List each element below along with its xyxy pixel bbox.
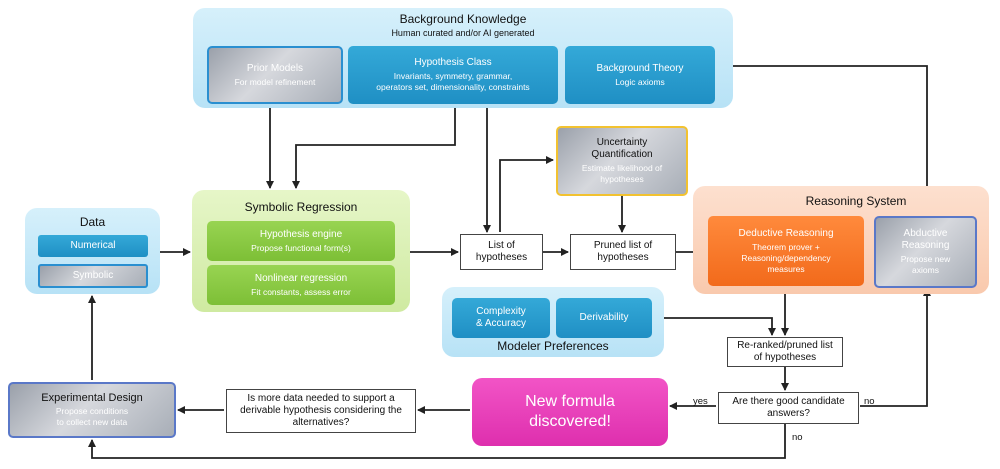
symbolic-box[interactable]: Symbolic <box>38 264 148 288</box>
deductive-line1: Theorem prover + <box>752 241 820 252</box>
abductive-sub2: axioms <box>912 265 939 275</box>
more-data-box[interactable]: Is more data needed to support a derivab… <box>226 389 416 433</box>
hypothesis-class-line1: Invariants, symmetry, grammar, <box>393 71 513 81</box>
symbolic-label: Symbolic <box>72 270 114 281</box>
arrow-candidates-bottom-loop <box>88 424 786 459</box>
more-data-line1: Is more data needed to support a <box>247 393 395 404</box>
complexity-line2: & Accuracy <box>475 318 527 329</box>
more-data-line3: alternatives? <box>292 417 350 428</box>
experimental-design-box[interactable]: Experimental Design Propose conditions t… <box>8 382 176 438</box>
reranked-list-box[interactable]: Re-ranked/pruned list of hypotheses <box>727 337 843 367</box>
arrow-abductive-to-theory <box>721 62 928 214</box>
uncertainty-sub2: hypotheses <box>600 174 644 184</box>
hypothesis-engine-box[interactable]: Hypothesis engine Propose functional for… <box>207 221 395 261</box>
edge-label-no-right: no <box>864 396 875 407</box>
edge-label-yes: yes <box>693 396 708 407</box>
hypothesis-class-line2: operators set, dimensionality, constrain… <box>376 82 530 92</box>
pruned-line1: Pruned list of <box>593 240 653 251</box>
hypothesis-engine-title: Hypothesis engine <box>259 228 343 240</box>
hypothesis-class-title: Hypothesis Class <box>414 57 492 68</box>
prior-models-subtitle: For model refinement <box>234 76 316 87</box>
new-formula-box[interactable]: New formula discovered! <box>472 378 668 446</box>
new-formula-line1: New formula <box>525 393 615 410</box>
symbolic-regression-title: Symbolic Regression <box>244 200 358 214</box>
prior-models-box[interactable]: Prior Models For model refinement <box>207 46 343 104</box>
derivability-box[interactable]: Derivability <box>556 298 652 338</box>
candidates-line1: Are there good candidate <box>732 396 845 407</box>
abductive-reasoning-box[interactable]: Abductive Reasoning Propose new axioms <box>874 216 977 288</box>
uncertainty-sub1: Estimate likelihood of <box>581 163 663 173</box>
more-data-line2: derivable hypothesis considering the <box>240 405 402 416</box>
hypothesis-engine-subtitle: Propose functional form(s) <box>251 242 351 253</box>
pruned-line2: hypotheses <box>597 252 649 263</box>
deductive-line3: measures <box>767 263 805 274</box>
deductive-reasoning-box[interactable]: Deductive Reasoning Theorem prover + Rea… <box>708 216 864 286</box>
uncertainty-line2: Quantification <box>591 149 653 160</box>
experimental-design-sub2: to collect new data <box>56 417 128 427</box>
numerical-box[interactable]: Numerical <box>38 235 148 257</box>
list-of-hypotheses-box[interactable]: List of hypotheses <box>460 234 543 270</box>
list-line1: List of <box>488 240 515 251</box>
complexity-line1: Complexity <box>476 306 526 317</box>
nonlinear-regression-subtitle: Fit constants, assess error <box>251 286 351 297</box>
nonlinear-regression-box[interactable]: Nonlinear regression Fit constants, asse… <box>207 265 395 305</box>
arrow-list-to-uncertainty <box>499 156 554 232</box>
uncertainty-line1: Uncertainty <box>596 137 648 148</box>
data-title: Data <box>79 215 106 229</box>
nonlinear-regression-title: Nonlinear regression <box>254 272 348 284</box>
deductive-line2: Reasoning/dependency <box>741 252 831 263</box>
experimental-design-sub1: Propose conditions <box>55 406 129 416</box>
background-knowledge-subtitle: Human curated and/or AI generated <box>391 28 535 38</box>
reranked-line2: of hypotheses <box>753 352 817 363</box>
candidates-line2: answers? <box>767 408 810 419</box>
complexity-accuracy-box[interactable]: Complexity & Accuracy <box>452 298 550 338</box>
arrow-candidates-to-abductive <box>860 288 931 407</box>
abductive-line1: Abductive <box>903 228 948 239</box>
list-line2: hypotheses <box>475 252 528 263</box>
background-knowledge-title: Background Knowledge <box>399 12 527 26</box>
arrow-derivability-to-reranked <box>652 317 776 336</box>
numerical-label: Numerical <box>70 240 116 251</box>
abductive-sub1: Propose new <box>900 254 951 264</box>
reranked-line1: Re-ranked/pruned list <box>737 340 833 351</box>
pruned-list-box[interactable]: Pruned list of hypotheses <box>570 234 676 270</box>
reasoning-system-title: Reasoning System <box>805 194 907 208</box>
background-theory-title: Background Theory <box>596 62 684 74</box>
uncertainty-quantification-box[interactable]: Uncertainty Quantification Estimate like… <box>556 126 688 196</box>
background-theory-subtitle: Logic axioms <box>615 76 665 87</box>
prior-models-title: Prior Models <box>246 62 304 74</box>
new-formula-line2: discovered! <box>529 413 611 430</box>
abductive-line2: Reasoning <box>901 240 950 251</box>
edge-label-no-bottom: no <box>792 432 803 443</box>
background-theory-box[interactable]: Background Theory Logic axioms <box>565 46 715 104</box>
arrow-class-to-regression <box>292 102 456 189</box>
modeler-preferences-title: Modeler Preferences <box>497 339 609 353</box>
hypothesis-class-box[interactable]: Hypothesis Class Invariants, symmetry, g… <box>348 46 558 104</box>
derivability-label: Derivability <box>579 312 629 323</box>
experimental-design-title: Experimental Design <box>41 392 143 404</box>
deductive-title: Deductive Reasoning <box>738 227 834 239</box>
good-candidates-box[interactable]: Are there good candidate answers? <box>718 392 859 424</box>
